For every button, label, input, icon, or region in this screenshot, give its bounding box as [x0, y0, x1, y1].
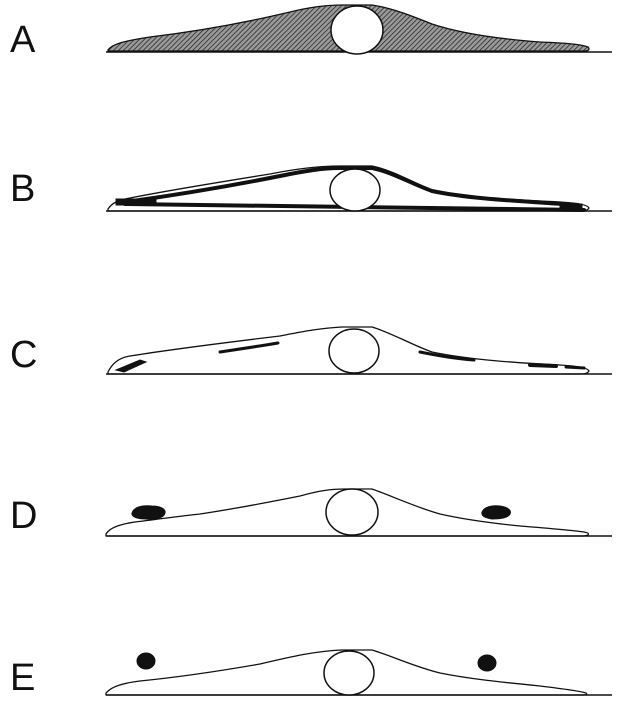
- left-cluster: [132, 506, 165, 519]
- streak-upper-right: [420, 352, 474, 360]
- nucleus: [326, 489, 378, 535]
- panel-d: D: [10, 489, 612, 537]
- panel-c: C: [10, 327, 612, 376]
- panel-a: A: [10, 5, 612, 61]
- right-streak: [530, 365, 556, 366]
- left-band-cluster: [116, 199, 156, 205]
- panel-label-c: C: [10, 334, 37, 376]
- nucleus: [324, 651, 374, 695]
- panel-label-d: D: [10, 495, 37, 537]
- nucleus: [331, 6, 383, 54]
- right-cluster: [482, 506, 511, 519]
- nucleus: [330, 169, 380, 211]
- left-streak: [116, 360, 146, 372]
- panel-label-b: B: [10, 168, 35, 210]
- panel-e: E: [10, 650, 612, 699]
- panel-label-e: E: [10, 657, 35, 699]
- nucleus: [329, 329, 379, 373]
- left-dot: [137, 653, 155, 669]
- right-streak-tip: [566, 367, 584, 368]
- right-band-cluster: [560, 204, 582, 210]
- right-dot: [478, 655, 496, 671]
- panel-b: B: [10, 166, 612, 211]
- streak-upper-left: [220, 343, 278, 352]
- panel-label-a: A: [10, 19, 36, 61]
